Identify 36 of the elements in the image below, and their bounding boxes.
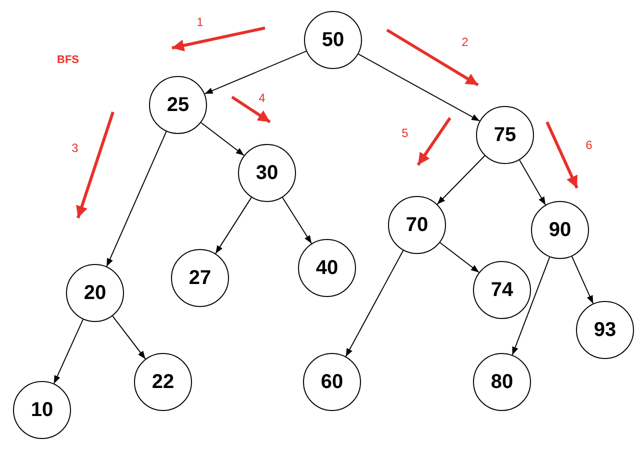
tree-edge bbox=[106, 131, 167, 267]
tree-edge bbox=[358, 54, 480, 122]
tree-node: 20 bbox=[66, 264, 124, 322]
tree-node: 70 bbox=[388, 196, 446, 254]
tree-node: 60 bbox=[303, 353, 361, 411]
tree-edge bbox=[53, 318, 84, 384]
tree-edge bbox=[436, 155, 486, 205]
tree-edge bbox=[519, 160, 546, 206]
tree-edge bbox=[512, 256, 550, 356]
tree-edge bbox=[215, 196, 252, 254]
tree-node: 40 bbox=[298, 239, 356, 297]
step-number: 2 bbox=[462, 35, 468, 49]
tree-node: 22 bbox=[134, 353, 192, 411]
tree-edge bbox=[571, 256, 594, 304]
title-label: BFS bbox=[57, 54, 79, 66]
tree-node: 90 bbox=[531, 201, 589, 259]
tree-node: 25 bbox=[149, 76, 207, 134]
tree-node: 75 bbox=[476, 106, 534, 164]
step-number: 6 bbox=[586, 138, 592, 152]
tree-node: 10 bbox=[13, 381, 71, 439]
tree-edge bbox=[440, 242, 480, 273]
tree-node: 93 bbox=[576, 301, 634, 359]
tree-node: 80 bbox=[473, 353, 531, 411]
step-number: 4 bbox=[258, 91, 266, 105]
tree-edge bbox=[112, 316, 146, 360]
tree-edge bbox=[282, 197, 312, 244]
tree-edge bbox=[200, 122, 244, 156]
tree-node: 30 bbox=[238, 144, 296, 202]
tree-node: 50 bbox=[304, 11, 362, 69]
step-number: 1 bbox=[196, 15, 204, 29]
tree-node: 27 bbox=[171, 249, 229, 307]
tree-edge bbox=[204, 50, 307, 94]
step-number: 5 bbox=[402, 126, 408, 140]
tree-node: 74 bbox=[473, 261, 531, 319]
step-number: 3 bbox=[72, 141, 78, 155]
tree-edge bbox=[345, 250, 404, 357]
